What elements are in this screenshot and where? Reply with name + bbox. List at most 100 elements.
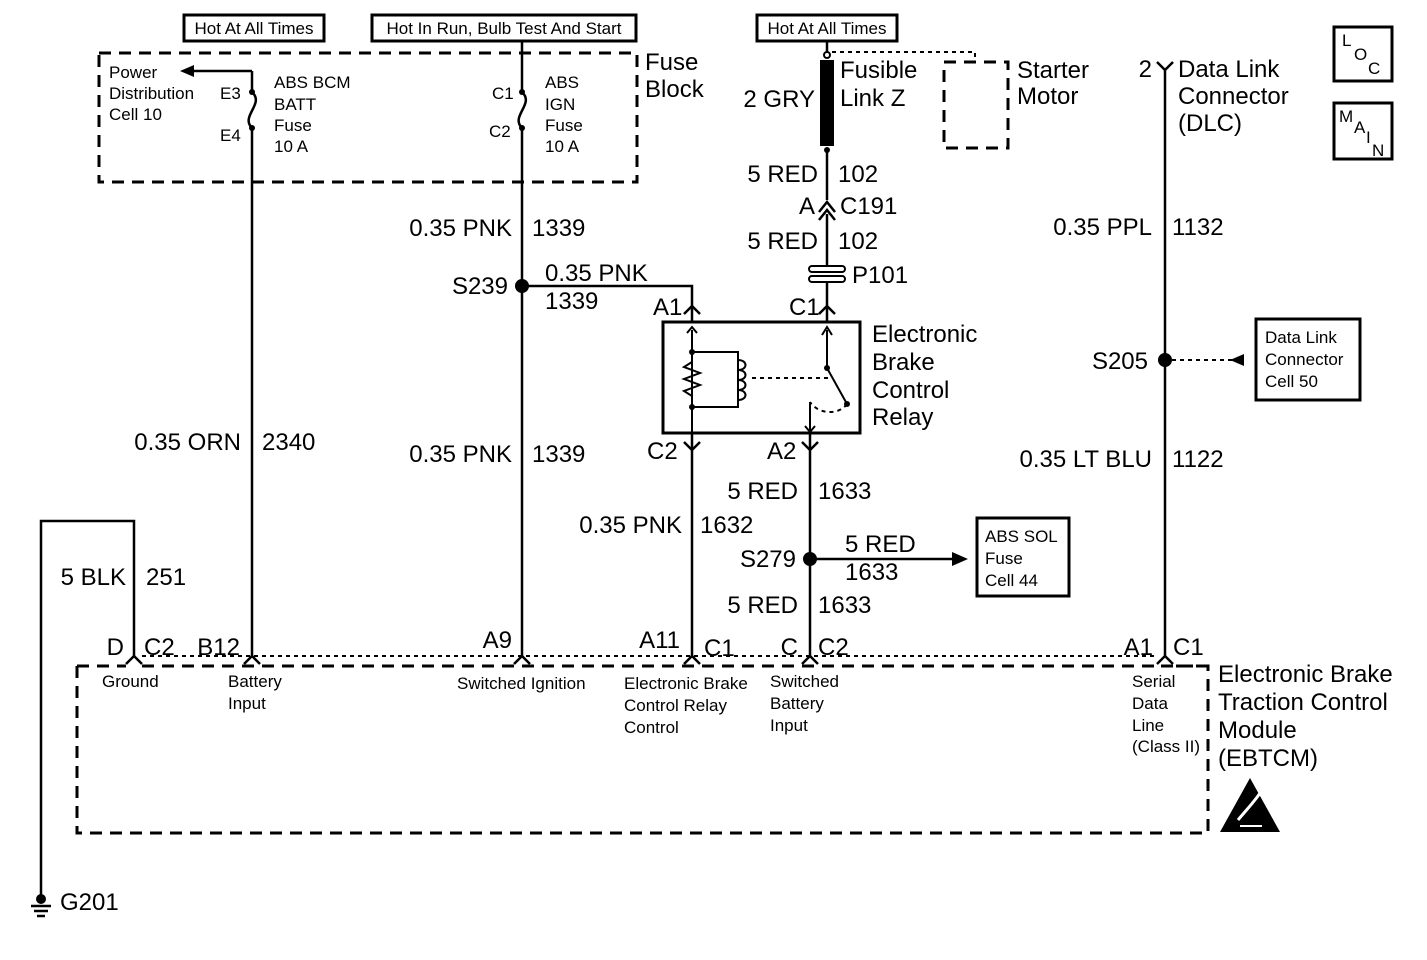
svg-text:L: L <box>1342 31 1351 50</box>
svg-text:Electronic Brake: Electronic Brake <box>1218 661 1393 688</box>
dlc-cell-50-box: Data Link Connector Cell 50 <box>1254 317 1362 402</box>
svg-text:Connector: Connector <box>1178 83 1289 110</box>
svg-text:D: D <box>107 634 124 661</box>
svg-text:C2: C2 <box>489 122 511 141</box>
svg-text:1122: 1122 <box>1172 446 1224 473</box>
svg-text:C1: C1 <box>492 84 514 103</box>
svg-text:Control: Control <box>872 377 949 404</box>
svg-text:Starter: Starter <box>1017 57 1089 84</box>
svg-text:Battery: Battery <box>228 672 282 691</box>
svg-text:ABS: ABS <box>545 73 579 92</box>
arrow-left-icon <box>1230 354 1244 366</box>
svg-text:2: 2 <box>1139 56 1152 83</box>
svg-text:1339: 1339 <box>545 288 598 315</box>
svg-text:A: A <box>1354 118 1366 137</box>
svg-text:N: N <box>1372 141 1384 160</box>
svg-text:10 A: 10 A <box>545 137 580 156</box>
svg-text:102: 102 <box>838 228 878 255</box>
svg-text:Fuse: Fuse <box>645 49 698 76</box>
svg-text:C1: C1 <box>1173 634 1204 661</box>
svg-text:Connector: Connector <box>1265 350 1344 369</box>
svg-text:B12: B12 <box>197 634 240 661</box>
svg-text:Switched: Switched <box>770 672 839 691</box>
svg-text:Block: Block <box>645 76 705 103</box>
svg-text:Battery: Battery <box>770 694 824 713</box>
svg-text:1339: 1339 <box>532 441 585 468</box>
svg-text:E4: E4 <box>220 126 241 145</box>
svg-text:G201: G201 <box>60 889 119 916</box>
svg-text:A11: A11 <box>639 627 680 654</box>
svg-text:Electronic Brake: Electronic Brake <box>624 674 748 693</box>
svg-text:C1: C1 <box>789 294 820 321</box>
arrow-left-icon <box>180 65 194 77</box>
switch-icon <box>826 367 848 405</box>
svg-text:S239: S239 <box>452 273 508 300</box>
svg-text:Distribution: Distribution <box>109 84 194 103</box>
svg-text:0.35 PNK: 0.35 PNK <box>409 215 512 242</box>
svg-text:5 BLK: 5 BLK <box>61 564 126 591</box>
svg-text:M: M <box>1339 107 1353 126</box>
svg-text:BATT: BATT <box>274 95 316 114</box>
resistor-icon <box>681 352 703 407</box>
svg-text:(EBTCM): (EBTCM) <box>1218 745 1318 772</box>
svg-text:C2: C2 <box>144 634 175 661</box>
svg-text:Motor: Motor <box>1017 83 1078 110</box>
svg-text:1339: 1339 <box>532 215 585 242</box>
svg-text:C2: C2 <box>647 438 678 465</box>
svg-text:S279: S279 <box>740 546 796 573</box>
starter-motor: Starter Motor <box>942 57 1089 150</box>
svg-text:C1: C1 <box>704 635 735 662</box>
svg-text:1633: 1633 <box>818 592 871 619</box>
svg-text:Power: Power <box>109 63 158 82</box>
fusible-link: Fusible Link Z 2 GRY <box>743 42 917 153</box>
svg-text:IGN: IGN <box>545 95 575 114</box>
svg-text:Serial: Serial <box>1132 672 1175 691</box>
svg-text:0.35 PNK: 0.35 PNK <box>545 260 648 287</box>
svg-text:Input: Input <box>770 716 808 735</box>
data-link-connector: 2 Data Link Connector (DLC) <box>1139 56 1289 137</box>
svg-text:(DLC): (DLC) <box>1178 110 1242 137</box>
arrow-right-icon <box>952 552 968 566</box>
svg-text:A1: A1 <box>1124 634 1153 661</box>
svg-text:1632: 1632 <box>700 512 753 539</box>
electronic-brake-control-relay: A1 Electronic Brake Control Relay <box>653 294 977 435</box>
svg-text:Fuse: Fuse <box>545 116 583 135</box>
wire-251 <box>39 519 136 895</box>
svg-text:0.35 PNK: 0.35 PNK <box>409 441 512 468</box>
svg-text:0.35 PPL: 0.35 PPL <box>1053 214 1152 241</box>
svg-text:C: C <box>781 634 798 661</box>
fuse-icon <box>517 91 528 129</box>
svg-text:Electronic: Electronic <box>872 321 977 348</box>
svg-text:2340: 2340 <box>262 429 315 456</box>
svg-text:C2: C2 <box>818 634 849 661</box>
svg-text:ABS SOL: ABS SOL <box>985 527 1058 546</box>
passthrough-p101: P101 <box>808 262 908 289</box>
svg-text:Ground: Ground <box>102 672 159 691</box>
svg-text:5 RED: 5 RED <box>727 478 798 505</box>
svg-text:Brake: Brake <box>872 349 935 376</box>
svg-text:2 GRY: 2 GRY <box>743 86 815 113</box>
connector-c191: A C191 <box>799 193 897 221</box>
fuse-block: Fuse Block Power Distribution Cell 10 E3… <box>97 42 705 184</box>
svg-text:C191: C191 <box>840 193 897 220</box>
svg-text:Hot At All Times: Hot At All Times <box>194 19 313 38</box>
svg-text:C: C <box>1368 59 1380 78</box>
svg-text:Fusible: Fusible <box>840 57 917 84</box>
svg-text:P101: P101 <box>852 262 908 289</box>
header-hot-at-all-times-1: Hot At All Times <box>182 13 326 43</box>
svg-text:Fuse: Fuse <box>985 549 1023 568</box>
svg-text:Cell 44: Cell 44 <box>985 571 1038 590</box>
svg-text:Control: Control <box>624 718 679 737</box>
loc-badge: L O C <box>1332 25 1394 83</box>
svg-text:1633: 1633 <box>845 559 898 586</box>
svg-text:ABS BCM: ABS BCM <box>274 73 351 92</box>
svg-text:0.35 PNK: 0.35 PNK <box>579 512 682 539</box>
abs-sol-fuse-box: ABS SOL Fuse Cell 44 <box>975 516 1071 598</box>
ground-g201: G201 <box>31 889 119 918</box>
svg-text:251: 251 <box>146 564 186 591</box>
svg-text:10 A: 10 A <box>274 137 309 156</box>
svg-text:I: I <box>1366 128 1371 147</box>
svg-text:5 RED: 5 RED <box>727 592 798 619</box>
svg-text:A2: A2 <box>767 438 796 465</box>
ebtcm-module: Electronic Brake Traction Control Module… <box>75 627 1393 835</box>
